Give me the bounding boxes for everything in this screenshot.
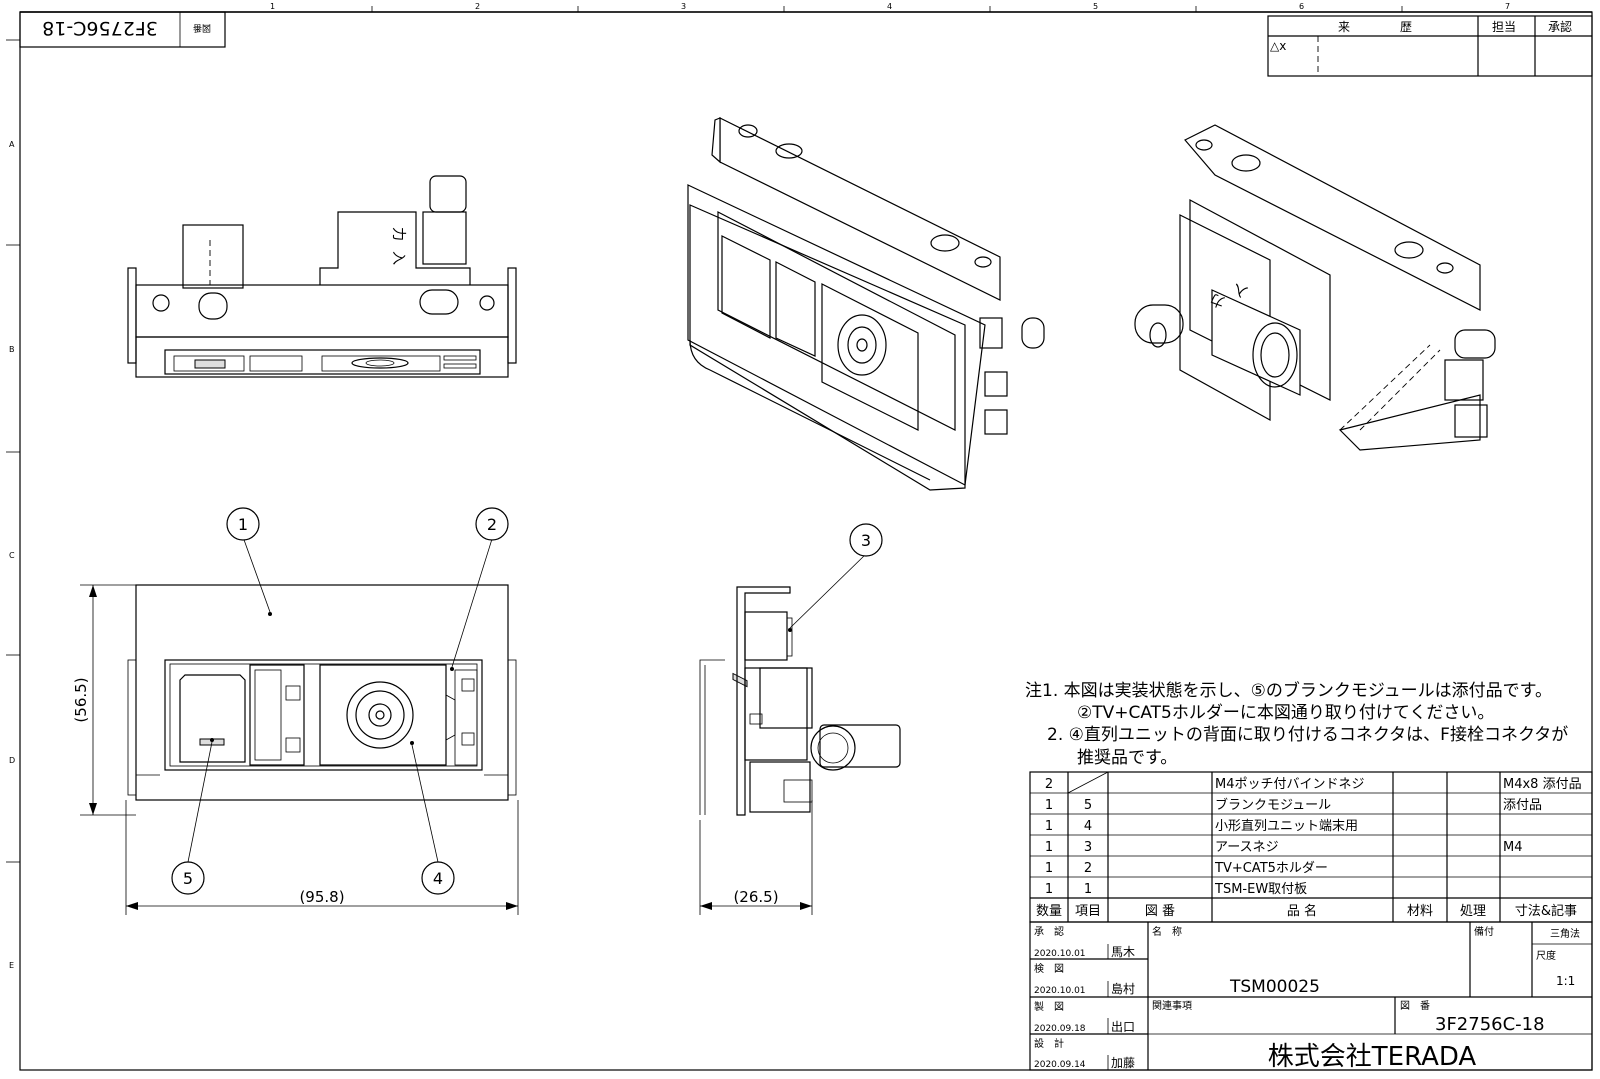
bom-row-3-qty: 1	[1045, 819, 1053, 834]
bom-row-4-qty: 1	[1045, 840, 1053, 855]
bom-header-name: 品 名	[1287, 903, 1317, 919]
border-row-a: A	[9, 140, 15, 149]
approval-role-3: 製 図	[1034, 1000, 1064, 1013]
bom-row-2-note: 添付品	[1503, 798, 1542, 813]
bom-row-6-item: 1	[1084, 882, 1092, 897]
approval-name-1: 馬木	[1111, 945, 1135, 959]
bom-table: 2 M4ポッチ付バインドネジ M4x8 添付品 1 5 ブランクモジュール 添付…	[1029, 771, 1593, 923]
note-line-4: 推奨品です。	[1077, 748, 1177, 768]
approval-role-4: 設 計	[1034, 1037, 1064, 1050]
dimension-depth: (26.5)	[733, 888, 778, 906]
bom-row-5-item: 2	[1084, 861, 1092, 876]
approval-name-3: 出口	[1111, 1020, 1135, 1034]
approval-name-2: 島村	[1111, 981, 1135, 996]
top-view: 入 力	[127, 175, 517, 378]
bom-header-process: 処理	[1460, 904, 1486, 919]
bom-row-6-name: TSM-EW取付板	[1214, 882, 1307, 897]
balloon-1: 1	[238, 515, 248, 534]
notes: 注1. 本図は実装状態を示し、⑤のブランクモジュールは添付品です。 ②TV+CA…	[1025, 680, 1568, 768]
rear-view-marker-out: 力	[1208, 290, 1227, 310]
dimension-height: (56.5)	[72, 677, 90, 722]
approval-date-2: 2020.10.01	[1034, 986, 1086, 996]
balloon-5: 5	[183, 869, 193, 888]
note-line-3: 2. ④直列ユニットの背面に取り付けるコネクタは、F接栓コネクタが	[1047, 725, 1568, 745]
rear-view-marker-in: 入	[1231, 280, 1250, 300]
bom-row-5-name: TV+CAT5ホルダー	[1214, 861, 1328, 876]
title-block: 承 認 2020.10.01 馬木 検 図 2020.10.01 島村 製 図 …	[1029, 921, 1593, 1072]
projection-label: 三角法	[1550, 927, 1580, 940]
approval-role-1: 承 認	[1034, 925, 1064, 938]
border-col-7: 7	[1505, 2, 1510, 11]
dimension-width: (95.8)	[299, 888, 344, 906]
bom-row-4-item: 3	[1084, 840, 1092, 855]
bom-row-4-note: M4	[1503, 840, 1523, 855]
iso-view-rear: 入 力	[1134, 124, 1496, 451]
side-view: 3 (26.5)	[699, 523, 901, 915]
border-row-b: B	[9, 345, 15, 354]
top-view-marker-out: 力	[390, 227, 406, 241]
border-col-6: 6	[1299, 2, 1304, 11]
bom-header-drawing: 図 番	[1145, 904, 1175, 919]
bom-row-2-item: 5	[1084, 798, 1092, 813]
drawing-no-label: 図 番	[1400, 1000, 1430, 1012]
name-label: 名 称	[1152, 925, 1182, 938]
rotated-drawing-number-label: 図番	[193, 22, 211, 34]
bom-row-4-name: アースネジ	[1215, 840, 1279, 855]
bom-row-3-item: 4	[1084, 819, 1092, 834]
border-col-1: 1	[270, 2, 275, 11]
balloon-3: 3	[861, 531, 871, 550]
bom-header-material: 材料	[1407, 904, 1433, 919]
bom-row-2-qty: 1	[1045, 798, 1053, 813]
approval-name-4: 加藤	[1111, 1056, 1135, 1070]
revision-header-approval: 承認	[1548, 19, 1572, 34]
border-row-e: E	[9, 961, 14, 970]
approval-role-2: 検 図	[1034, 962, 1064, 975]
bom-row-1-name: M4ポッチ付バインドネジ	[1215, 777, 1365, 792]
revision-table: 来 歴 担当 承認 △x	[1267, 15, 1593, 77]
bom-header-qty: 数量	[1036, 904, 1062, 919]
backing-label: 備付	[1474, 925, 1494, 938]
bom-row-2-name: ブランクモジュール	[1215, 797, 1331, 813]
revision-row-mark: △x	[1270, 39, 1286, 53]
revision-header-owner: 担当	[1492, 20, 1516, 34]
border-col-3: 3	[681, 2, 686, 11]
border-col-5: 5	[1093, 2, 1098, 11]
rotated-drawing-number-box: 3F2756C-18 図番	[19, 11, 226, 48]
bom-row-1-note: M4x8 添付品	[1503, 777, 1582, 792]
border-row-c: C	[9, 551, 15, 560]
top-view-marker-in: 入	[390, 251, 406, 265]
bom-header-dimensions: 寸法&記事	[1515, 903, 1577, 919]
drawing-no: 3F2756C-18	[1435, 1014, 1545, 1035]
iso-view-front	[687, 117, 1045, 688]
rotated-drawing-number: 3F2756C-18	[42, 17, 158, 39]
bom-row-1-qty: 2	[1045, 777, 1053, 792]
bom-row-6-qty: 1	[1045, 882, 1053, 897]
balloon-2: 2	[487, 515, 497, 534]
scale-value: 1:1	[1556, 974, 1575, 988]
border-col-2: 2	[475, 2, 480, 11]
bom-row-3-name: 小形直列ユニット端末用	[1215, 819, 1358, 834]
border-row-d: D	[9, 756, 15, 765]
revision-header-history-2: 歴	[1400, 20, 1412, 34]
approval-date-3: 2020.09.18	[1034, 1024, 1086, 1034]
border-col-4: 4	[887, 2, 892, 11]
revision-header-history-1: 来	[1338, 20, 1350, 34]
bom-header-item: 項目	[1075, 904, 1101, 919]
balloon-4: 4	[433, 869, 443, 888]
company-name: 株式会社TERADA	[1268, 1042, 1477, 1072]
product-name: TSM00025	[1229, 977, 1320, 997]
bom-row-5-qty: 1	[1045, 861, 1053, 876]
approval-date-1: 2020.10.01	[1034, 949, 1086, 959]
scale-label: 尺度	[1536, 949, 1556, 962]
note-line-2: ②TV+CAT5ホルダーに本図通り取り付けてください。	[1077, 703, 1494, 723]
remarks-label: 関連事項	[1152, 999, 1192, 1012]
note-line-1: 注1. 本図は実装状態を示し、⑤のブランクモジュールは添付品です。	[1025, 680, 1552, 701]
border-frame: 1 2 3 4 5 6 7 A B C D E	[6, 2, 1593, 1071]
approval-date-4: 2020.09.14	[1034, 1060, 1086, 1070]
front-view: 1 2 5 4 (56.5) (95.8)	[72, 507, 519, 915]
